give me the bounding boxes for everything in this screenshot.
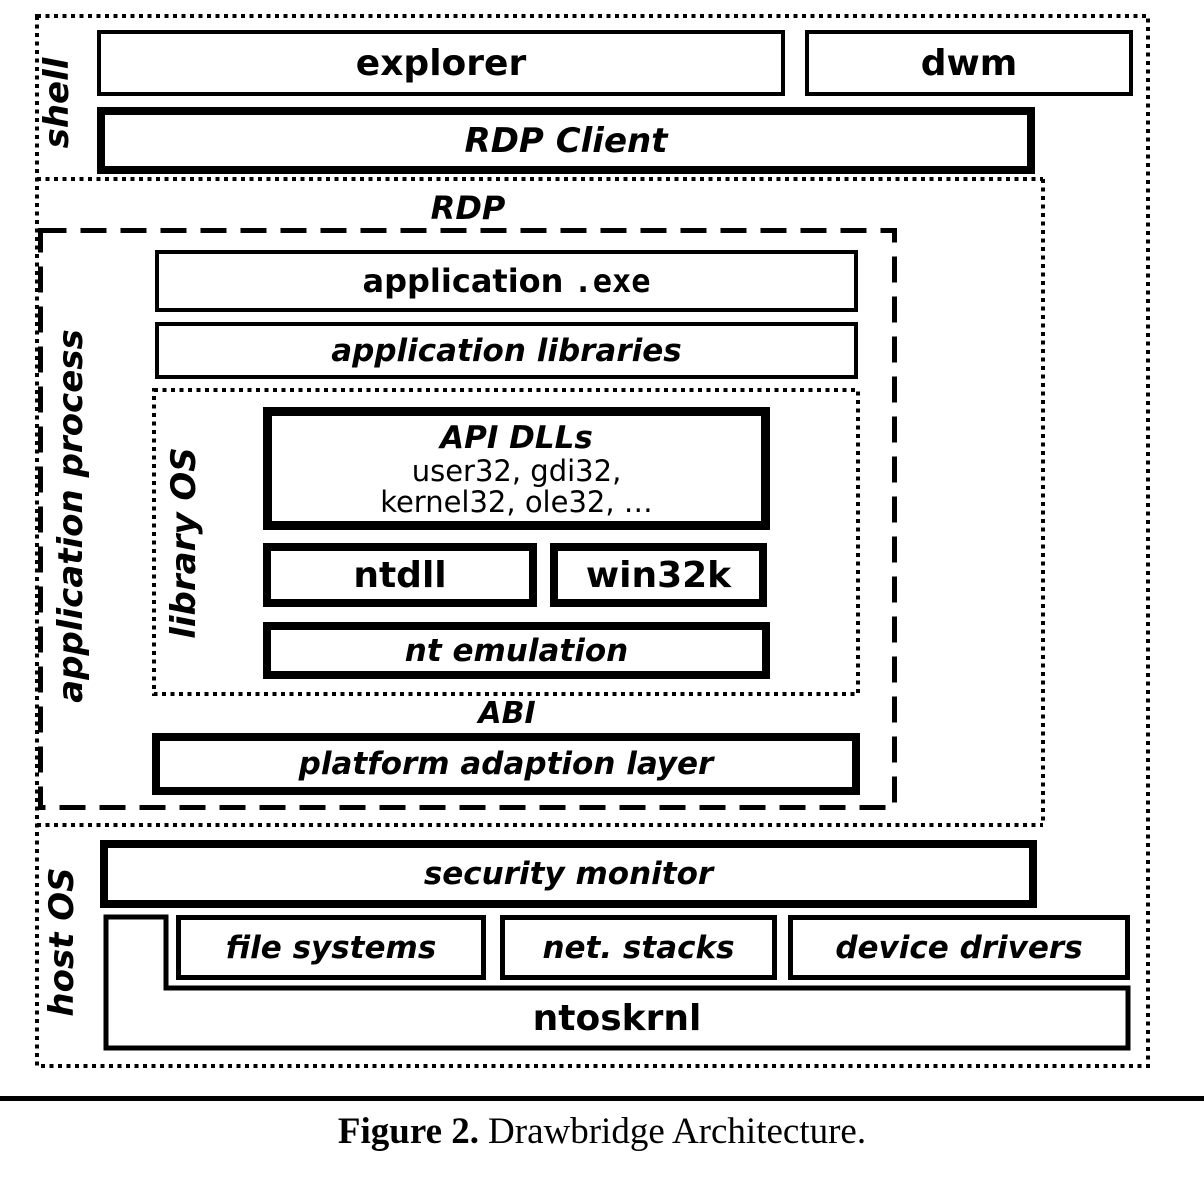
explorer-box: explorer [97,30,785,96]
caption-figure-number: Figure 2. [337,1111,480,1152]
api-dlls-line2: user32, gdi32, [411,453,622,488]
api-dlls-line3: kernel32, ole32, … [380,484,653,519]
net-stacks-box: net. stacks [500,915,777,980]
ntoskrnl-label: ntoskrnl [532,997,702,1039]
rdp-link-label: RDP [430,189,506,227]
caption-title: Drawbridge Architecture. [488,1111,867,1152]
nt-emulation-box: nt emulation [263,622,770,679]
win32k-label: win32k [585,554,732,596]
dwm-label: dwm [920,42,1018,84]
library-os-label: library OS [164,447,204,639]
api-dlls-title: API DLLs [440,419,593,456]
file-systems-box: file systems [176,915,486,980]
ntdll-label: ntdll [353,554,447,596]
platform-adaption-layer-label: platform adaption layer [298,746,714,782]
shell-label: shell [37,57,77,149]
nt-emulation-label: nt emulation [404,632,629,669]
host-os-label: host OS [42,867,82,1017]
application-exe-box: application .exe [155,250,858,312]
application-libraries-box: application libraries [155,322,858,379]
abi-link-label: ABI [478,696,536,731]
caption-divider-rule [0,1096,1204,1101]
file-systems-label: file systems [225,929,437,966]
device-drivers-box: device drivers [788,915,1130,980]
dwm-box: dwm [805,30,1133,96]
net-stacks-label: net. stacks [542,929,735,966]
win32k-box: win32k [550,543,767,607]
device-drivers-label: device drivers [835,929,1083,966]
application-process-label: application process [51,329,91,703]
api-dlls-box: API DLLs user32, gdi32, kernel32, ole32,… [263,407,770,530]
rdp-client-box: RDP Client [97,107,1035,174]
ntoskrnl-labelbox: ntoskrnl [106,988,1128,1048]
rdp-client-label: RDP Client [464,120,668,161]
library-os-dotted-border [152,388,860,696]
figure-caption: Figure 2.Drawbridge Architecture. [0,1110,1204,1153]
security-monitor-label: security monitor [423,856,714,892]
application-process-dashed-border [38,228,897,810]
ntoskrnl-shape [103,914,1131,1051]
platform-adaption-layer-box: platform adaption layer [152,733,860,795]
application-libraries-label: application libraries [331,332,682,369]
ntdll-box: ntdll [263,543,537,607]
application-exe-ext: .exe [573,262,651,300]
explorer-label: explorer [355,42,527,84]
security-monitor-box: security monitor [100,840,1037,908]
outer-dotted-border [35,14,1150,1068]
application-exe-name: application [362,262,564,300]
